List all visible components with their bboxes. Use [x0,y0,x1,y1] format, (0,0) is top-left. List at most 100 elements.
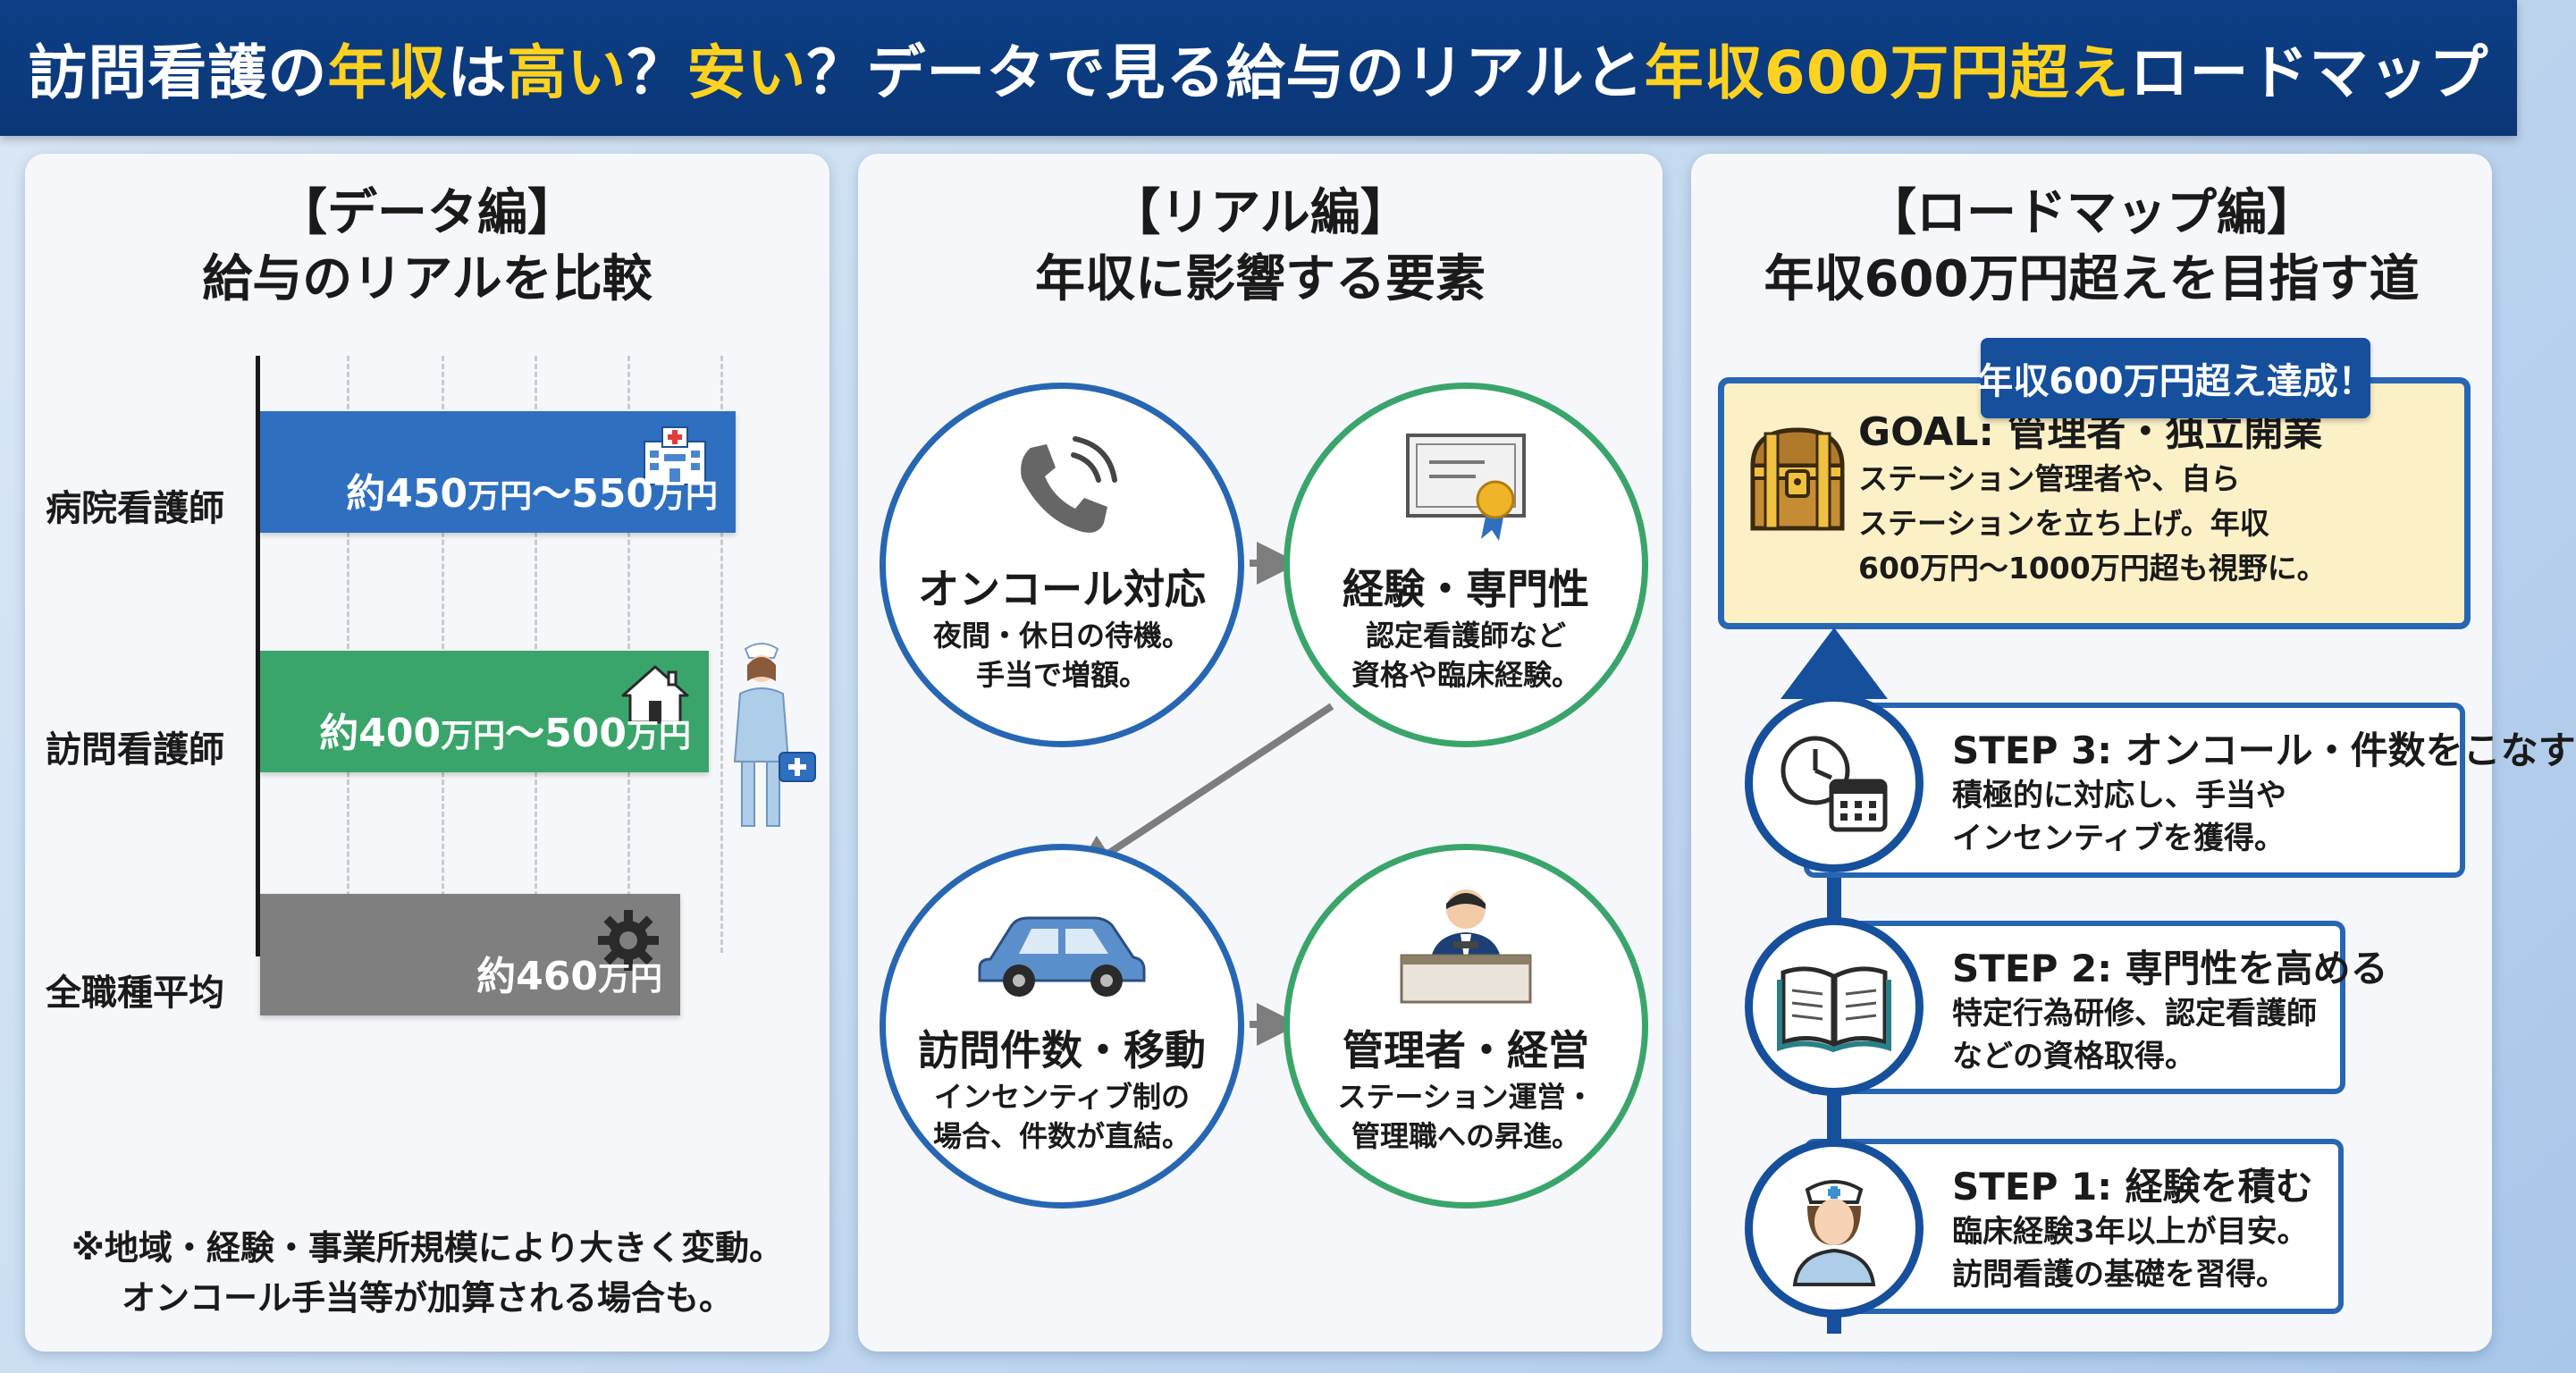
label-sep: 〜 [532,471,572,517]
factor-title: 経験・専門性 [1343,565,1589,613]
title-segment: は [447,38,508,107]
panel-roadmap: 【ロードマップ編】 年収600万円超えを目指す道 GOAL: 管理者・独立開業 … [1691,154,2576,1352]
factor-desc-line2: 管理職への昇進。 [1351,1119,1580,1153]
panel-real-title-line2: 年収に影響する要素 [1035,250,1486,308]
title-segment: 年収 [327,38,448,107]
goal-desc-line2: ステーションを立ち上げ。年収 [1858,506,2269,541]
step-desc-line2: インセンティブを獲得。 [1952,821,2285,856]
house-icon [619,663,691,729]
bar-hospital-nurse: 約450万円〜550万円 [260,411,736,533]
up-arrow-icon [1780,628,1888,712]
gear-icon [594,906,662,978]
flow-arrows [1072,542,1334,1046]
label-b: 500 [544,711,627,756]
car-icon [972,904,1151,1006]
factor-desc: ステーション運営・ 管理職への昇進。 [1290,1077,1642,1156]
bar-value-label: 約400万円〜500万円 [319,701,691,758]
title-segment: ロードマップ [2129,38,2489,107]
nurse-with-bag-icon [720,636,819,837]
bar-value-label: 約450万円〜550万円 [346,461,718,518]
step-desc: 臨床経験3年以上が目安。 訪問看護の基礎を習得。 [1952,1210,2308,1296]
label-b: 550 [571,471,653,517]
factor-desc-line2: 手当で増額。 [975,658,1148,692]
book-icon [1777,966,1891,1053]
step-title: STEP 1: 経験を積む [1952,1165,2313,1209]
factor-title: 管理者・経営 [1343,1026,1589,1074]
panel-real: 【リアル編】 年収に影響する要素 オンコール対応 夜間・休日の待機。 手当で増額… [858,154,1663,1352]
footnote-line2: オンコール手当等が加算される場合も。 [121,1278,733,1318]
panel-data: 【データ編】 給与のリアルを比較 病院看護師 [25,154,829,1352]
factor-management: 管理者・経営 ステーション運営・ 管理職への昇進。 [1284,844,1648,1209]
factor-desc-line1: ステーション運営・ [1337,1080,1595,1114]
factor-visits: 訪問件数・移動 インセンティブ制の 場合、件数が直結。 [880,844,1244,1209]
title-segment: 訪問看護の [28,38,328,107]
bar-value-label: 約460万円 [476,944,662,1001]
hospital-icon [632,424,718,490]
label-sep: 〜 [505,711,545,756]
factor-desc-line1: インセンティブ制の [933,1080,1191,1114]
factor-desc-line2: 場合、件数が直結。 [932,1119,1191,1153]
step-3-badge [1745,694,1924,872]
factor-title: 訪問件数・移動 [918,1026,1206,1074]
panel-roadmap-title-line2: 年収600万円超えを目指す道 [1764,250,2420,308]
panel-roadmap-title-line1: 【ロードマップ編】 [1866,184,2317,242]
bar-category-visiting: 訪問看護師 [46,729,224,771]
factor-desc: 夜間・休日の待機。 手当で増額。 [886,616,1238,695]
page-title: 訪問看護の年収は高い？安い？データで見る給与のリアルと年収600万円超えロードマ… [28,25,2488,111]
step-title: STEP 3: オンコール・件数をこなす [1952,729,2576,772]
factor-desc: インセンティブ制の 場合、件数が直結。 [886,1077,1238,1156]
header-bar: 訪問看護の年収は高い？安い？データで見る給与のリアルと年収600万円超えロードマ… [0,0,2517,136]
factor-title: オンコール対応 [918,565,1206,613]
label-prefix: 約 [319,711,359,756]
factor-experience: 経験・専門性 認定看護師など 資格や臨床経験。 [1284,383,1648,747]
title-segment: 高い [507,38,627,107]
chart-axis [256,356,260,956]
step-desc-line2: 訪問看護の基礎を習得。 [1952,1257,2286,1293]
title-segment: ？データで見る給与のリアルと [806,38,1645,107]
bar-all-occupations: 約460万円 [260,894,680,1015]
title-segment: 安い [686,38,807,107]
title-segment: 年収600万円超え [1644,38,2130,107]
footnote-line1: ※地域・経験・事業所規模により大きく変動。 [71,1228,784,1268]
step-desc-line1: 積極的に対応し、手当や [1952,778,2286,813]
treasure-chest-icon [1744,421,1851,541]
label-unit-a: 万円 [467,478,533,515]
phone-icon [1004,432,1120,552]
footnote: ※地域・経験・事業所規模により大きく変動。 オンコール手当等が加算される場合も。 [25,1223,829,1323]
label-prefix: 約 [476,954,517,999]
step-desc: 積極的に対応し、手当や インセンティブを獲得。 [1952,774,2286,860]
clock-calendar-icon [1780,736,1888,832]
goal-desc: ステーション管理者や、自ら ステーションを立ち上げ。年収 600万円〜1000万… [1858,457,2327,591]
factor-desc-line1: 夜間・休日の待機。 [932,619,1191,653]
label-a: 400 [358,711,442,756]
label-unit-b: 万円 [652,478,718,515]
goal-banner: 年収600万円超え達成！ [1977,338,2374,418]
label-a: 450 [385,471,468,517]
label-unit-b: 万円 [626,718,691,754]
panel-data-title-line2: 給与のリアルを比較 [202,250,652,308]
label-unit-a: 万円 [441,718,506,754]
bar-category-hospital: 病院看護師 [46,488,224,529]
step-desc-line1: 臨床経験3年以上が目安。 [1952,1214,2308,1250]
certificate-icon [1399,426,1533,546]
label-a: 460 [516,954,598,999]
step-desc-line1: 特定行為研修、認定看護師 [1952,996,2317,1032]
step-title: STEP 2: 専門性を高める [1952,947,2388,990]
step-desc: 特定行為研修、認定看護師 などの資格取得。 [1952,992,2317,1078]
goal-desc-line3: 600万円〜1000万円超も視野に。 [1858,551,2327,585]
factor-desc: 認定看護師など 資格や臨床経験。 [1290,616,1642,695]
label-prefix: 約 [346,471,386,517]
step-2-badge [1745,917,1924,1096]
goal-desc-line1: ステーション管理者や、自ら [1858,461,2241,496]
step-3-box: STEP 3: オンコール・件数をこなす 積極的に対応し、手当や インセンティブ… [1804,703,2576,878]
step-1-badge [1745,1139,1924,1318]
panel-data-title-line1: 【データ編】 [277,184,577,242]
label-unit-a: 万円 [597,961,662,998]
bar-visiting-nurse: 約400万円〜500万円 [260,651,709,772]
manager-icon [1385,882,1546,1011]
factor-oncall: オンコール対応 夜間・休日の待機。 手当で増額。 [880,383,1244,747]
title-segment: ？ [627,38,687,107]
step-desc-line2: などの資格取得。 [1952,1039,2195,1074]
nurse-icon [1792,1180,1876,1286]
panel-real-title-line1: 【リアル編】 [1110,184,1410,242]
